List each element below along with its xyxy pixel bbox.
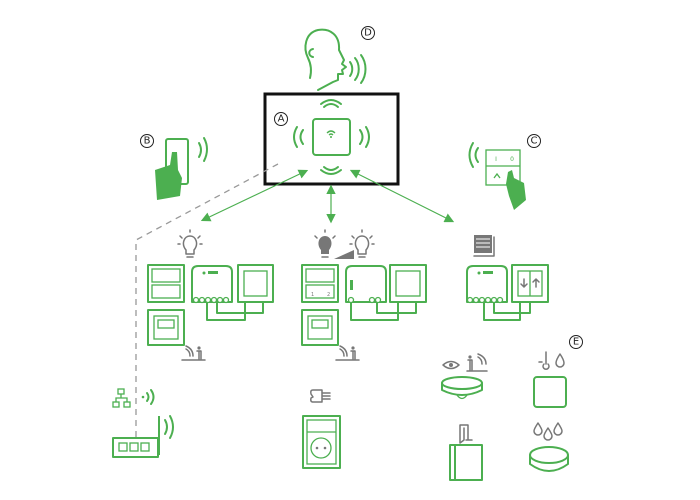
presence-person-icon [335, 345, 360, 361]
dimmer-module-icon [345, 265, 387, 304]
label-c: C [527, 134, 541, 148]
contact-sensor-icon [449, 444, 483, 481]
shutter-group [466, 235, 549, 321]
dimming-ramp-icon [334, 250, 354, 259]
lighting-group [147, 229, 274, 361]
plug-icon [310, 389, 331, 403]
wiring [350, 302, 417, 321]
hub-signal-waves-icon [293, 99, 370, 175]
label-e: E [569, 335, 583, 349]
wiring [206, 302, 264, 321]
label-d-text: D [364, 28, 372, 39]
double-switch-icon [147, 264, 185, 303]
smartphone-in-hand-icon [155, 137, 208, 200]
water-leak-sensor [529, 422, 569, 472]
presence-person-icon [181, 345, 206, 361]
network-gateway [112, 388, 174, 458]
sensor-box-icon [533, 376, 567, 408]
switch-frame-icon [237, 264, 274, 303]
wireless-signal-icon [141, 389, 155, 405]
link-to-lighting-group [200, 169, 309, 222]
presence-person-icon [466, 353, 488, 372]
door-window-sensor [449, 424, 483, 481]
switch-frame-icon [389, 264, 427, 303]
shutter-blind-icon [473, 235, 495, 257]
switch-mark-2: 2 [327, 292, 330, 298]
switch-mark-1: 1 [311, 292, 314, 298]
bright-bulb-icon [349, 229, 375, 258]
relay-module-icon [191, 265, 233, 304]
label-d: D [361, 26, 375, 40]
eye-icon [442, 360, 460, 370]
smart-plug [302, 389, 341, 469]
motion-switch-icon [301, 309, 339, 346]
temperature-humidity-sensor [533, 351, 567, 408]
dimmer-switch-icon: 1 2 [301, 264, 339, 303]
hub-device-icon [312, 118, 351, 156]
dimmed-bulb-icon [314, 229, 336, 258]
bulb-icon [177, 229, 203, 258]
dimmer-group: 1 2 [301, 229, 427, 361]
hub-connections [135, 163, 455, 440]
label-c-text: C [531, 136, 538, 147]
droplet-icon [555, 353, 565, 368]
router-icon [112, 415, 174, 458]
label-a: A [274, 112, 288, 126]
leak-sensor-puck-icon [529, 446, 569, 472]
motion-switch-icon [147, 309, 185, 346]
switch-mark-off: 0 [510, 156, 514, 163]
ceiling-motion-sensor-icon [441, 376, 483, 400]
shutter-switch-icon [511, 264, 549, 303]
label-b: B [140, 134, 154, 148]
switch-mark-on: I [495, 156, 497, 163]
wireless-switch-in-hand-icon: I 0 [468, 142, 526, 210]
network-topology-icon [112, 388, 131, 408]
shutter-module-icon [466, 265, 508, 304]
link-to-shutter-group [349, 169, 455, 223]
hub-highlight-frame [263, 92, 400, 186]
door-icon [459, 424, 473, 444]
wiring [483, 302, 531, 321]
water-drops-icon [533, 422, 563, 441]
voice-head-icon [304, 28, 367, 91]
label-b-text: B [144, 136, 151, 147]
motion-detector [441, 353, 488, 400]
label-e-text: E [573, 337, 579, 348]
label-a-text: A [278, 114, 285, 125]
thermometer-icon [538, 351, 550, 370]
smart-socket-icon [302, 415, 341, 469]
